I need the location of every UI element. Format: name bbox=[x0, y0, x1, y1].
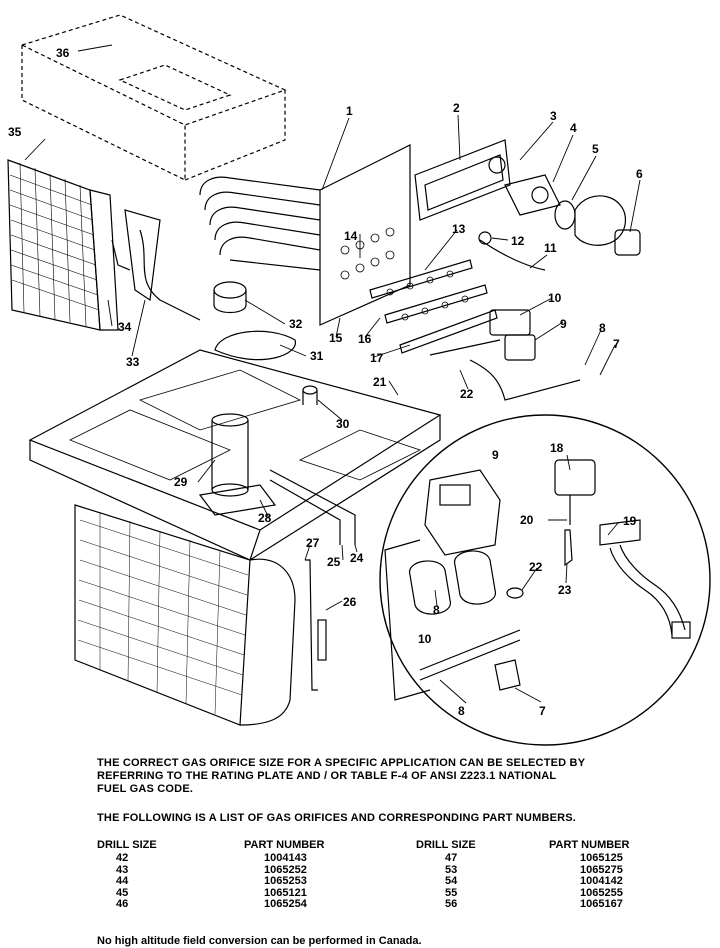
condenser-coil bbox=[74, 504, 296, 726]
left-grille bbox=[7, 159, 119, 331]
left-drill-size-header: DRILL SIZE bbox=[97, 839, 157, 851]
table-cell: 1065253 bbox=[264, 875, 307, 887]
callout-25: 25 bbox=[327, 555, 341, 569]
callout-6: 6 bbox=[636, 167, 643, 181]
callout-5: 5 bbox=[592, 142, 599, 156]
callout-17: 17 bbox=[370, 351, 384, 365]
table-cell: 42 bbox=[116, 852, 129, 864]
inset-callout-7: 7 bbox=[539, 704, 546, 718]
gas-valve bbox=[429, 309, 581, 401]
inset-callout-10: 10 bbox=[418, 632, 432, 646]
table-cell: 1004142 bbox=[580, 875, 623, 887]
exploded-parts-diagram: 1 2 3 4 5 6 7 8 9 10 11 12 13 14 15 16 1… bbox=[7, 14, 711, 746]
orifice-note: THE CORRECT GAS ORIFICE SIZE FOR A SPECI… bbox=[97, 757, 585, 796]
left-drill-column: 42 43 44 45 46 bbox=[116, 853, 128, 911]
callout-28: 28 bbox=[258, 511, 272, 525]
callout-32: 32 bbox=[289, 317, 303, 331]
callout-1: 1 bbox=[346, 104, 353, 118]
callout-29: 29 bbox=[174, 475, 188, 489]
table-cell: 1065167 bbox=[580, 898, 623, 910]
table-cell: 1065121 bbox=[264, 886, 307, 899]
callout-8: 8 bbox=[599, 321, 606, 335]
inset-callout-22: 22 bbox=[529, 560, 543, 574]
callout-15: 15 bbox=[329, 331, 343, 345]
table-cell: 1065254 bbox=[264, 898, 307, 910]
blower-motor bbox=[198, 281, 318, 516]
callout-labels: 1 2 3 4 5 6 7 8 9 10 11 12 13 14 15 16 1… bbox=[8, 46, 643, 718]
top-cover bbox=[20, 14, 287, 181]
left-part-number-header: PART NUMBER bbox=[244, 839, 325, 851]
callout-18: 18 bbox=[550, 441, 564, 455]
callout-34: 34 bbox=[118, 320, 132, 334]
table-cell: 1065125 bbox=[580, 852, 623, 864]
inset-callout-8: 8 bbox=[458, 704, 465, 718]
callout-24: 24 bbox=[350, 551, 364, 565]
table-cell: 1065255 bbox=[580, 886, 623, 899]
base-pan bbox=[28, 349, 442, 561]
callout-22: 22 bbox=[460, 387, 474, 401]
table-cell: 44 bbox=[116, 875, 129, 887]
canada-conversion-note: No high altitude field conversion can be… bbox=[97, 935, 422, 947]
callout-31: 31 bbox=[310, 349, 324, 363]
table-cell: 56 bbox=[445, 898, 458, 910]
callout-10: 10 bbox=[548, 291, 562, 305]
callout-26: 26 bbox=[343, 595, 357, 609]
callout-19: 19 bbox=[623, 514, 637, 528]
callout-14: 14 bbox=[344, 229, 358, 243]
callout-16: 16 bbox=[358, 332, 372, 346]
table-cell: 46 bbox=[116, 898, 129, 910]
right-drill-size-header: DRILL SIZE bbox=[416, 839, 476, 851]
table-cell: 53 bbox=[445, 863, 458, 876]
orifice-list-intro: THE FOLLOWING IS A LIST OF GAS ORIFICES … bbox=[97, 812, 577, 824]
callout-30: 30 bbox=[336, 417, 350, 431]
callout-leaders bbox=[24, 44, 641, 704]
inset-callout-23: 23 bbox=[558, 583, 572, 597]
inset-callout-9: 9 bbox=[492, 448, 499, 462]
right-drill-column: 47 53 54 55 56 bbox=[445, 853, 457, 911]
table-cell: 1004143 bbox=[264, 852, 307, 864]
left-part-column: 1004143 1065252 1065253 1065121 1065254 bbox=[264, 853, 307, 911]
inducer-assembly bbox=[414, 139, 641, 271]
inset-igniter-assembly bbox=[554, 459, 691, 639]
control-wiring bbox=[111, 209, 201, 321]
callout-20: 20 bbox=[520, 513, 534, 527]
table-cell: 55 bbox=[445, 886, 458, 899]
right-part-number-header: PART NUMBER bbox=[549, 839, 630, 851]
orifice-note-line-3: FUEL GAS CODE. bbox=[97, 783, 194, 795]
right-part-column: 1065125 1065275 1004142 1065255 1065167 bbox=[580, 853, 623, 911]
table-cell: 47 bbox=[445, 852, 458, 864]
table-cell: 1065252 bbox=[264, 863, 307, 876]
detail-inset-circle bbox=[379, 414, 711, 746]
callout-12: 12 bbox=[511, 234, 525, 248]
refrigerant-lines bbox=[269, 469, 356, 691]
callout-9: 9 bbox=[560, 317, 567, 331]
callout-7: 7 bbox=[613, 337, 620, 351]
heat-exchanger bbox=[199, 144, 411, 326]
table-cell: 54 bbox=[445, 875, 458, 887]
callout-27: 27 bbox=[306, 536, 320, 550]
callout-13: 13 bbox=[452, 222, 466, 236]
table-cell: 1065275 bbox=[580, 863, 623, 876]
orifice-note-line-1: THE CORRECT GAS ORIFICE SIZE FOR A SPECI… bbox=[97, 757, 586, 769]
table-cell: 43 bbox=[116, 863, 129, 876]
callout-35: 35 bbox=[8, 125, 22, 139]
callout-21: 21 bbox=[373, 375, 387, 389]
callout-2: 2 bbox=[453, 101, 460, 115]
orifice-note-line-2: REFERRING TO THE RATING PLATE AND / OR T… bbox=[97, 770, 557, 782]
callout-3: 3 bbox=[550, 109, 557, 123]
callout-11: 11 bbox=[544, 241, 557, 255]
callout-36: 36 bbox=[56, 46, 70, 60]
table-cell: 45 bbox=[116, 886, 129, 899]
callout-4: 4 bbox=[570, 121, 577, 135]
callout-33: 33 bbox=[126, 355, 140, 369]
inset-gas-valve bbox=[384, 469, 524, 701]
inset-callout-8a: 8 bbox=[433, 603, 440, 617]
burner-rail bbox=[369, 259, 498, 354]
